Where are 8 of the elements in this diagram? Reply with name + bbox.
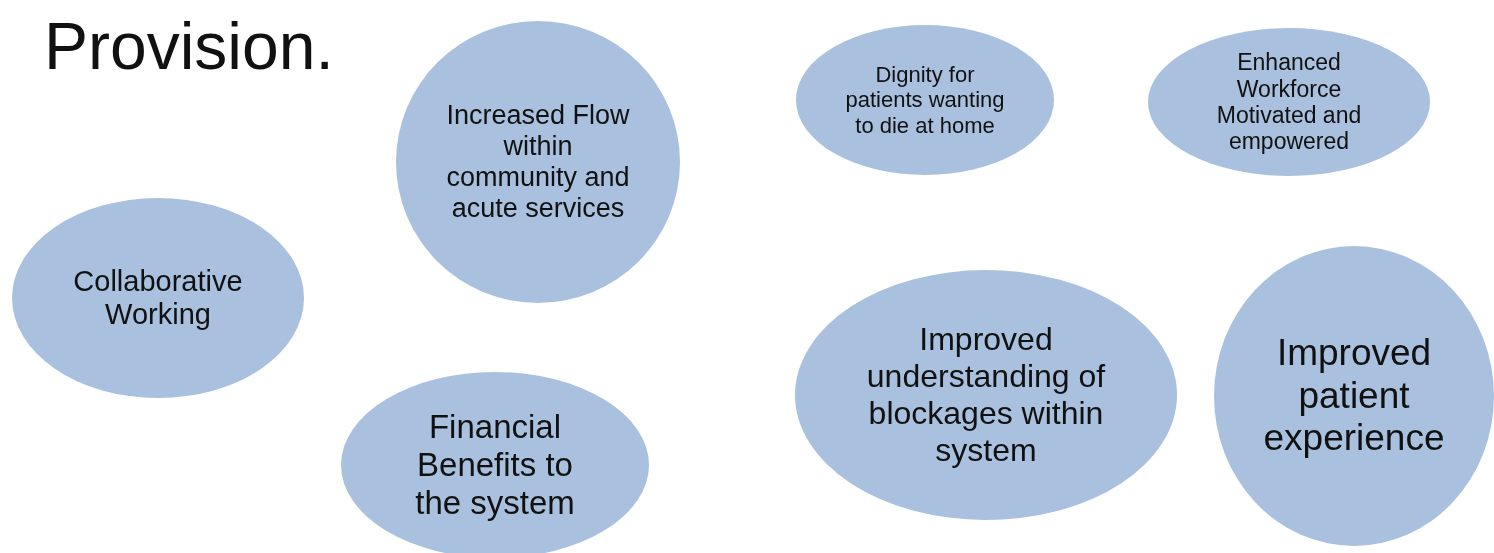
node-text: Dignity for patients wanting to die at home xyxy=(844,62,1006,138)
node-text: Increased Flow within community and acute services xyxy=(446,99,630,225)
node-text: Collaborative Working xyxy=(72,264,244,332)
title: Provision. xyxy=(44,10,334,83)
node-text: Improved patient experience xyxy=(1262,332,1446,460)
node-text: Enhanced Workforce Motivated and empowered xyxy=(1215,49,1363,155)
node-text: Improved understanding of blockages within system xyxy=(865,321,1107,469)
node-text: Financial Benefits to the system xyxy=(414,408,576,522)
